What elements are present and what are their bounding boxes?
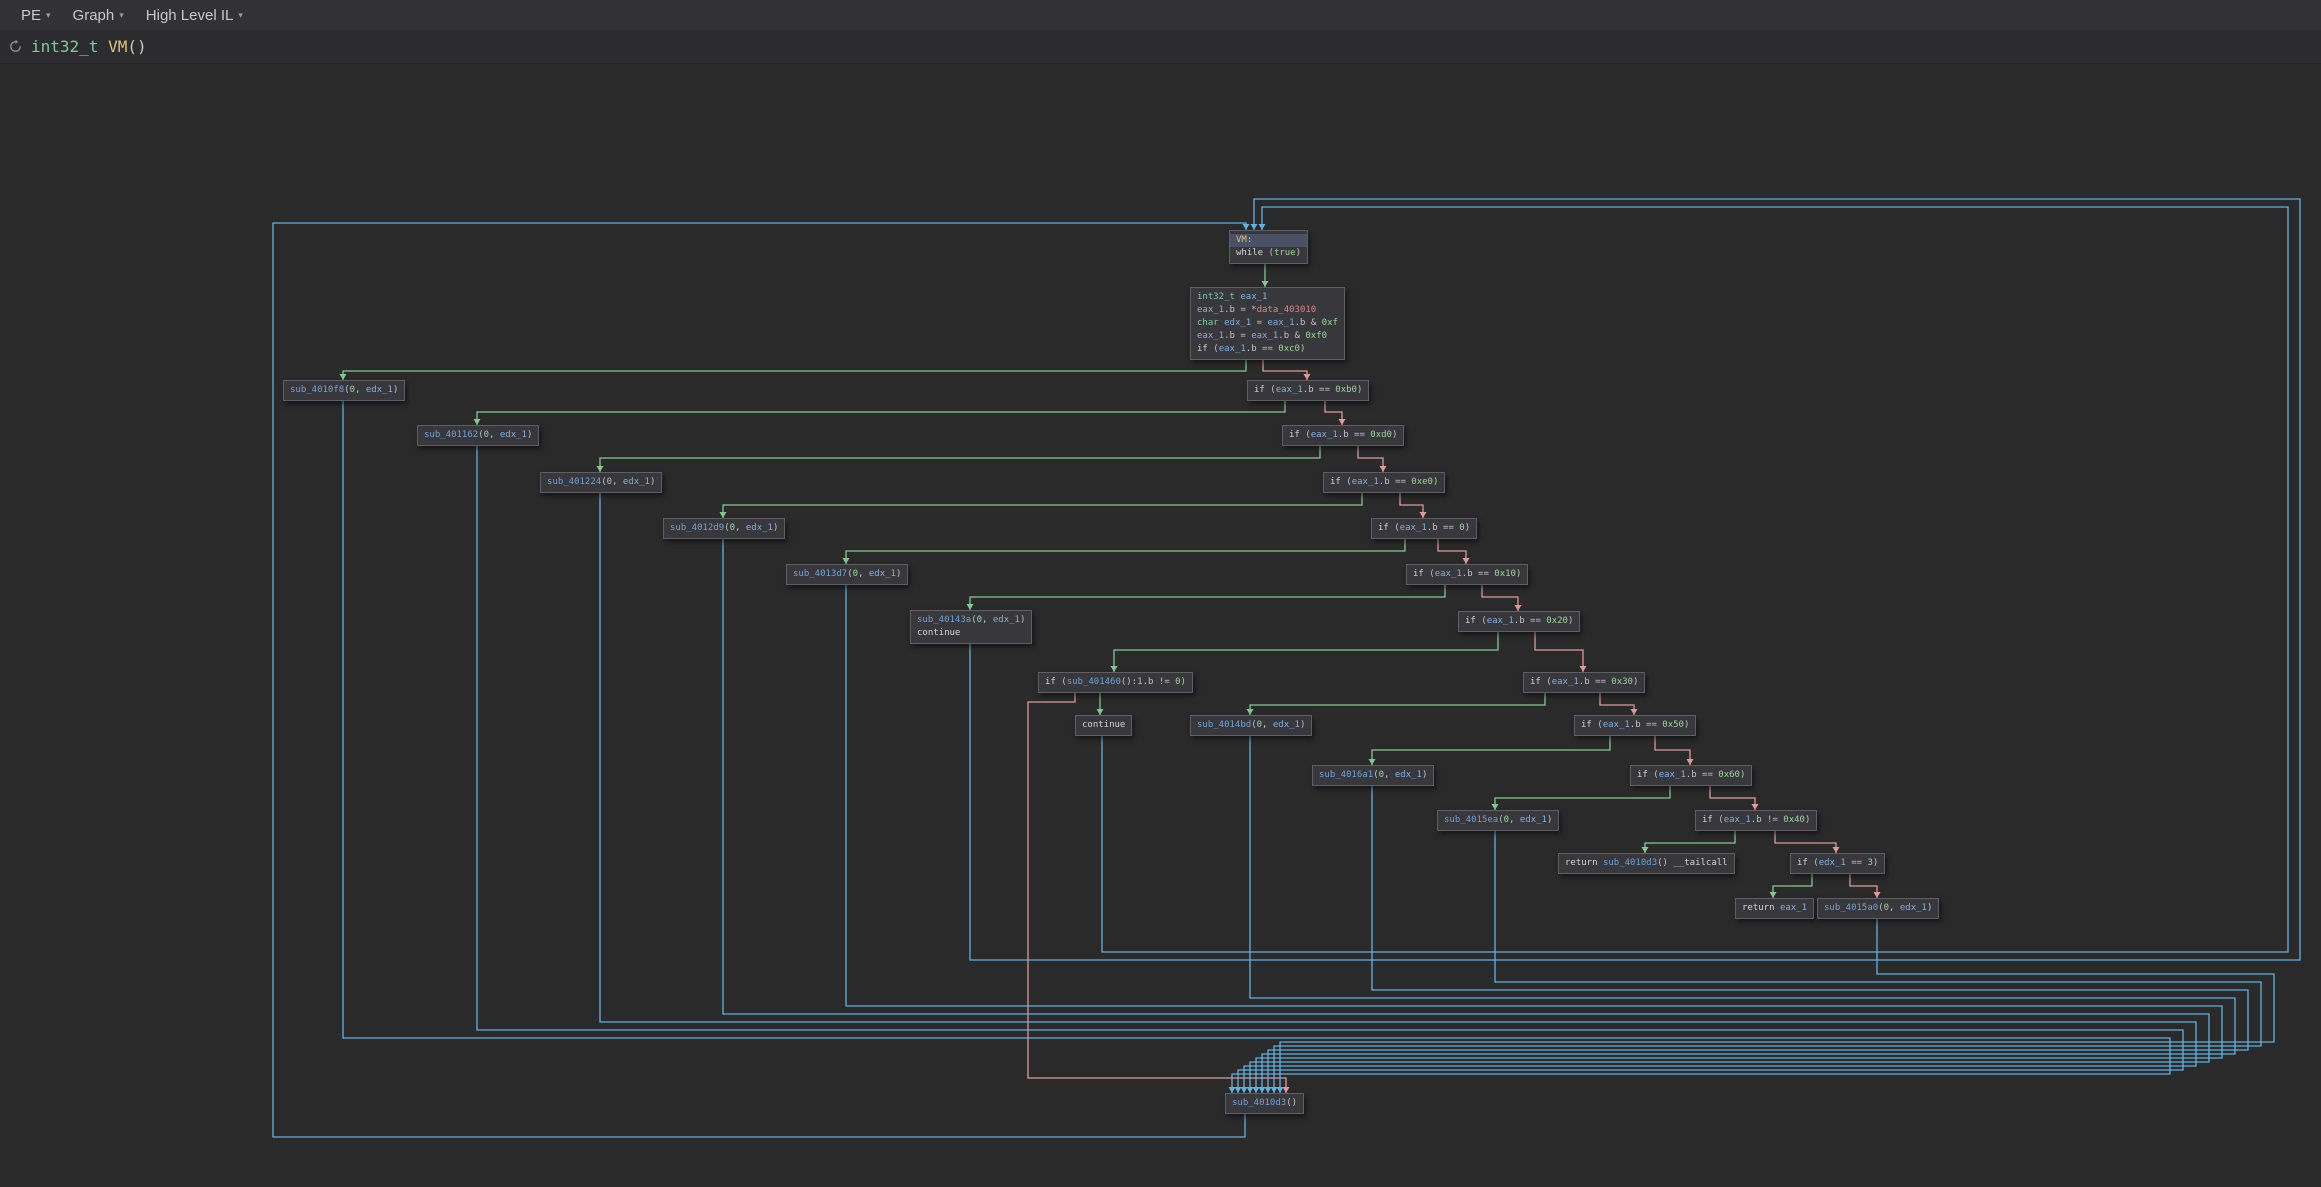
graph-node-sub-4016a1[interactable]: sub_4016a1(0, edx_1) (1312, 765, 1435, 786)
node-code-line: if (eax_1.b != 0x40) (1702, 815, 1811, 825)
reanalyze-icon[interactable] (8, 39, 23, 54)
node-code-line: if (eax_1.b == 0xc0) (1197, 344, 1306, 354)
node-code-line: sub_4015ea(0, edx_1) (1444, 815, 1553, 825)
graph-node-if-0x30[interactable]: if (eax_1.b == 0x30) (1523, 672, 1646, 693)
graph-node-if-0x10[interactable]: if (eax_1.b == 0x10) (1406, 564, 1529, 585)
menu-item-label: Graph (72, 6, 115, 24)
node-code-line: while (true) (1236, 248, 1302, 258)
graph-node-sub-4015a0[interactable]: sub_4015a0(0, edx_1) (1817, 898, 1940, 919)
graph-node-return-eax[interactable]: return eax_1 (1735, 898, 1815, 919)
node-code-line: if (eax_1.b == 0xb0) (1254, 385, 1363, 395)
node-code-line: if (eax_1.b == 0x20) (1465, 616, 1574, 626)
node-code-line: if (sub_401460():1.b != 0) (1045, 677, 1186, 687)
menu-item-il[interactable]: High Level IL ▾ (135, 0, 254, 30)
node-code-line: if (eax_1.b == 0) (1378, 523, 1471, 533)
node-code-line: sub_4015a0(0, edx_1) (1824, 903, 1933, 913)
node-code-line: sub_4010f8(0, edx_1) (290, 385, 399, 395)
node-code-line: continue (917, 628, 961, 638)
node-code-line: if (eax_1.b == 0xe0) (1330, 477, 1439, 487)
graph-node-sub-4012d9[interactable]: sub_4012d9(0, edx_1) (663, 518, 786, 539)
node-code-line: sub_4016a1(0, edx_1) (1319, 770, 1428, 780)
node-code-line: int32_t eax_1 (1197, 292, 1268, 302)
node-code-line: return sub_4010d3() __tailcall (1565, 858, 1728, 868)
graph-node-if-0x60[interactable]: if (eax_1.b == 0x60) (1630, 765, 1753, 786)
function-header: int32_t VM () (0, 30, 2321, 64)
node-code-line: if (eax_1.b == 0x10) (1413, 569, 1522, 579)
node-code-line: char edx_1 = eax_1.b & 0xf (1197, 318, 1338, 328)
graph-node-if-0x50[interactable]: if (eax_1.b == 0x50) (1574, 715, 1697, 736)
graph-node-if-0xb0[interactable]: if (eax_1.b == 0xb0) (1247, 380, 1370, 401)
graph-node-sub-4014bd[interactable]: sub_4014bd(0, edx_1) (1190, 715, 1313, 736)
node-code-line: return eax_1 (1742, 903, 1808, 913)
node-code-line: eax_1.b = *data_403010 (1197, 305, 1317, 315)
function-name[interactable]: VM (108, 37, 128, 56)
node-code-line: if (eax_1.b == 0xd0) (1289, 430, 1398, 440)
menu-item-pe[interactable]: PE ▾ (10, 0, 62, 30)
graph-node-if-not-0x40[interactable]: if (eax_1.b != 0x40) (1695, 810, 1818, 831)
graph-node-sub-401224[interactable]: sub_401224(0, edx_1) (540, 472, 663, 493)
node-code-line: sub_401162(0, edx_1) (424, 430, 533, 440)
node-code-line: sub_401224(0, edx_1) (547, 477, 656, 487)
node-code-line: sub_4012d9(0, edx_1) (670, 523, 779, 533)
graph-node-if-edx-3[interactable]: if (edx_1 == 3) (1790, 853, 1886, 874)
graph-node-return-tailcall[interactable]: return sub_4010d3() __tailcall (1558, 853, 1735, 874)
menu-item-label: High Level IL (145, 6, 234, 24)
graph-node-sub-4010d3[interactable]: sub_4010d3() (1225, 1093, 1305, 1114)
graph-node-if-0x20[interactable]: if (eax_1.b == 0x20) (1458, 611, 1581, 632)
function-return-type: int32_t (31, 37, 99, 56)
graph-node-if-0[interactable]: if (eax_1.b == 0) (1371, 518, 1478, 539)
graph-node-sub-401162[interactable]: sub_401162(0, edx_1) (417, 425, 540, 446)
graph-node-sub-40143a[interactable]: sub_40143a(0, edx_1) continue (910, 610, 1033, 644)
node-code-line: if (eax_1.b == 0x50) (1581, 720, 1690, 730)
graph-node-if-sub-401460[interactable]: if (sub_401460():1.b != 0) (1038, 672, 1193, 693)
node-code-line: sub_40143a(0, edx_1) (917, 615, 1026, 625)
function-parens: () (127, 37, 147, 56)
graph-node-sub-4013d7[interactable]: sub_4013d7(0, edx_1) (786, 564, 909, 585)
chevron-down-icon: ▾ (119, 9, 124, 20)
menu-bar: PE ▾ Graph ▾ High Level IL ▾ (0, 0, 2321, 30)
graph-node-if-0xe0[interactable]: if (eax_1.b == 0xe0) (1323, 472, 1446, 493)
chevron-down-icon: ▾ (46, 9, 51, 20)
node-code-line: if (eax_1.b == 0x60) (1637, 770, 1746, 780)
graph-node-vm[interactable]: VM:while (true) (1229, 230, 1309, 264)
node-code-line: VM: (1230, 234, 1308, 247)
graph-node-continue[interactable]: continue (1075, 715, 1133, 736)
menu-item-label: PE (21, 6, 42, 24)
graph-node-if-0xd0[interactable]: if (eax_1.b == 0xd0) (1282, 425, 1405, 446)
node-code-line: sub_4014bd(0, edx_1) (1197, 720, 1306, 730)
node-code-line: if (edx_1 == 3) (1797, 858, 1879, 868)
node-code-line: continue (1082, 720, 1126, 730)
node-code-line: sub_4013d7(0, edx_1) (793, 569, 902, 579)
menu-item-graph[interactable]: Graph ▾ (62, 0, 135, 30)
node-code-line: if (eax_1.b == 0x30) (1530, 677, 1639, 687)
chevron-down-icon: ▾ (238, 9, 243, 20)
node-code-line: eax_1.b = eax_1.b & 0xf0 (1197, 331, 1328, 341)
graph-node-sub-4010f8[interactable]: sub_4010f8(0, edx_1) (283, 380, 406, 401)
graph-node-sub-4015ea[interactable]: sub_4015ea(0, edx_1) (1437, 810, 1560, 831)
node-code-line: sub_4010d3() (1232, 1098, 1298, 1108)
